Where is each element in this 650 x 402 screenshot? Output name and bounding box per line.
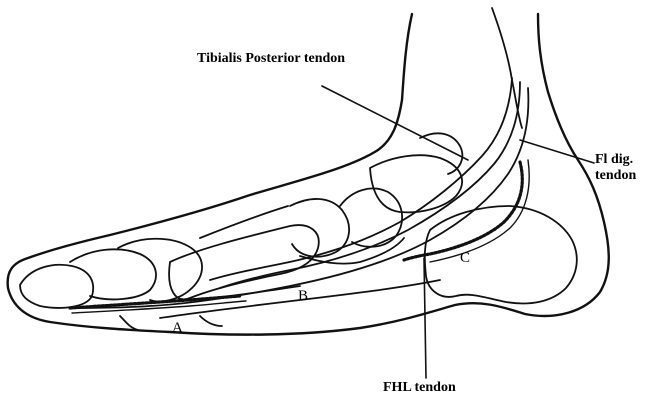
- toe-bones: [20, 239, 202, 308]
- fl-dig-label-line2: tendon: [595, 168, 636, 184]
- fl-dig-leader-line: [520, 140, 594, 163]
- tibialis-posterior-label: Tibialis Posterior tendon: [197, 51, 345, 67]
- metatarsal-bones: [169, 206, 319, 300]
- tibialis-leader-line: [322, 86, 468, 160]
- flexor-digitorum-tendon: [220, 82, 520, 288]
- region-a-label: A: [172, 320, 183, 337]
- region-c-label: C: [460, 250, 470, 267]
- fhl-tendon-path: [70, 88, 528, 308]
- fl-dig-label-line1: Fl dig.: [595, 152, 636, 168]
- calcaneus-bone: [425, 206, 577, 303]
- fl-dig-label: Fl dig. tendon: [595, 152, 636, 184]
- region-b-label: B: [298, 288, 308, 305]
- fhl-label: FHL tendon: [383, 380, 456, 396]
